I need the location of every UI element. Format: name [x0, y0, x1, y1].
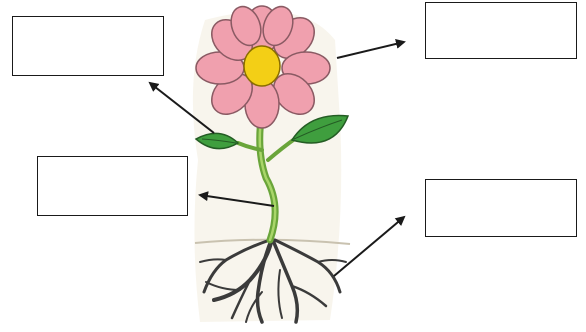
- roots-label-box[interactable]: [425, 179, 577, 237]
- arrow-to-top-right-box: [337, 42, 404, 58]
- leaf-label-box[interactable]: [12, 16, 164, 76]
- flower-label-box[interactable]: [425, 2, 577, 59]
- stem-label-box[interactable]: [37, 156, 188, 216]
- flower-center: [244, 46, 280, 86]
- arrow-to-bottom-right-box: [334, 217, 404, 276]
